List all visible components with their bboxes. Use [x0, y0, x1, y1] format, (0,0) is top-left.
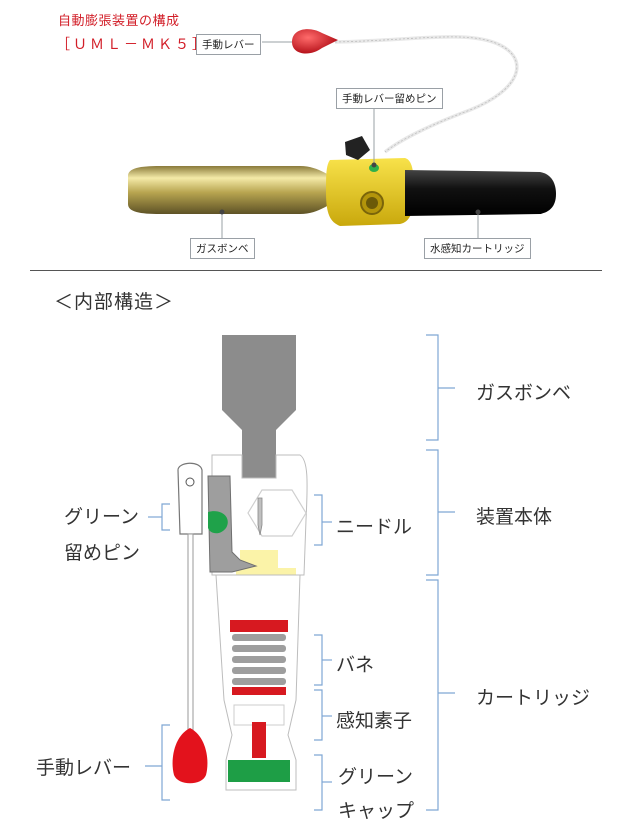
device-body-shape: [211, 454, 308, 576]
page-title: 自動膨張装置の構成: [58, 14, 180, 29]
bracket-cartridge: [426, 579, 439, 811]
label-device-body: 装置本体: [476, 506, 553, 528]
green-cap-shape: [228, 760, 290, 782]
needle-hex-nut: [247, 489, 307, 537]
section-divider: [30, 270, 602, 271]
label-green-cap-2: キャップ: [338, 800, 415, 822]
label-green-cap-1: グリーン: [338, 766, 414, 788]
cartridge-shape: [215, 574, 301, 791]
label-cartridge: カートリッジ: [476, 687, 591, 709]
lever-rod: [187, 533, 194, 731]
needle-shape: [257, 497, 263, 536]
label-gas-cylinder: ガスボンベ: [476, 382, 572, 404]
manual-lever-ball: [292, 29, 338, 54]
bracket-gas: [426, 334, 439, 441]
plunger-top: [240, 550, 278, 568]
spring-top-cap: [230, 620, 288, 632]
callout-lever-pin: 手動レバー留めピン: [336, 88, 443, 109]
lever-pin-photo: [345, 136, 370, 160]
manual-lever-knob: [172, 728, 208, 784]
label-manual-lever: 手動レバー: [36, 757, 132, 779]
label-sensor: 感知素子: [336, 710, 413, 732]
sensor-element: [233, 704, 285, 726]
gas-cylinder-shape: [222, 335, 296, 478]
spring-coils: [232, 678, 286, 685]
green-pin-shape: [208, 511, 228, 534]
callout-manual-lever: 手動レバー: [196, 34, 261, 55]
lever-arm: [177, 462, 203, 535]
section-title: ＜内部構造＞: [54, 291, 175, 313]
gas-cylinder-photo: [128, 166, 345, 214]
pin-housing: [207, 475, 258, 573]
cartridge-photo: [405, 170, 556, 216]
plunger-body: [236, 568, 296, 614]
model-number: ［ＵＭＬ－ＭＫ５］: [56, 37, 209, 53]
callout-gas-cylinder: ガスボンベ: [190, 238, 255, 259]
callout-cartridge: 水感知カートリッジ: [424, 238, 531, 259]
label-green-pin-2: 留めピン: [64, 542, 141, 564]
label-spring: バネ: [336, 654, 375, 676]
label-needle: ニードル: [336, 516, 413, 538]
sensor-rod: [252, 722, 266, 758]
device-photo: [128, 29, 556, 238]
label-green-pin-1: グリーン: [64, 506, 140, 528]
spring-bottom-cap: [232, 687, 286, 695]
bracket-body: [426, 449, 439, 576]
